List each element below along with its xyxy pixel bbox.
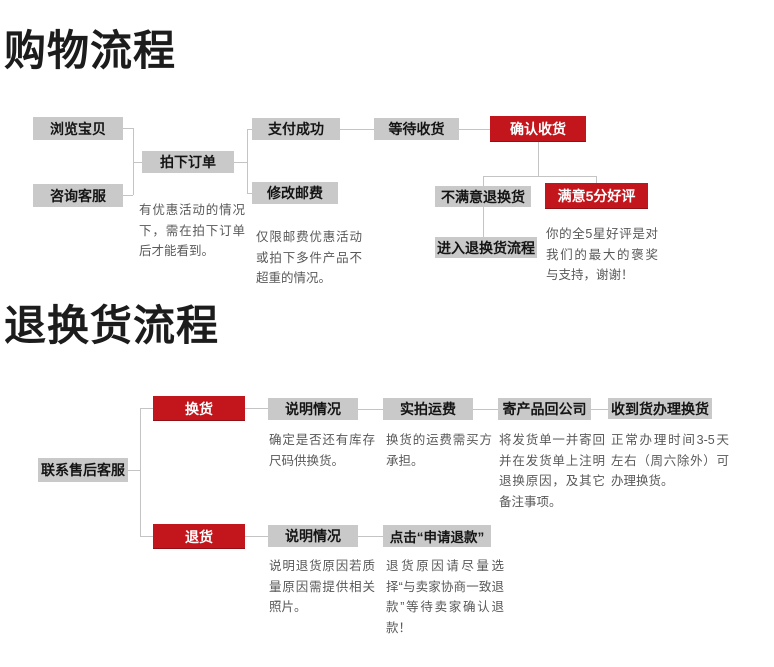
- connector-line: [591, 409, 608, 410]
- connector-line: [358, 409, 383, 410]
- flow-node-explain-exchange: 说明情况: [268, 398, 358, 420]
- note-refund: 退货原因请尽量选择“与卖家协商一致退款”等待卖家确认退款！: [386, 559, 504, 635]
- flow-node-click-refund: 点击“申请退款”: [383, 525, 491, 547]
- connector-line: [247, 193, 252, 194]
- connector-line: [473, 409, 498, 410]
- connector-line: [340, 129, 374, 130]
- flow-node-explain-return: 说明情况: [268, 525, 358, 547]
- connector-line: [483, 207, 484, 237]
- connector-line: [140, 408, 141, 536]
- connector-line: [247, 129, 252, 130]
- connector-line: [133, 128, 134, 195]
- flow-node-confirm-receive: 确认收货: [490, 116, 586, 142]
- connector-line: [596, 176, 597, 183]
- connector-line: [247, 129, 248, 193]
- connector-line: [140, 408, 153, 409]
- connector-line: [358, 536, 383, 537]
- flow-node-contact-service: 联系售后客服: [38, 458, 128, 482]
- section-title-returns: 退换货流程: [4, 302, 220, 349]
- connector-line: [245, 408, 268, 409]
- connector-line: [538, 142, 539, 176]
- flow-node-handle-exchange: 收到货办理换货: [608, 398, 712, 419]
- connector-line: [245, 536, 268, 537]
- connector-line: [140, 536, 153, 537]
- connector-line: [123, 195, 133, 196]
- note-postage: 仅限邮费优惠活动或拍下多件产品不超重的情况。: [256, 230, 362, 286]
- note-stock: 确定是否还有库存尺码供换货。: [269, 433, 375, 468]
- note-sendback: 将发货单一并寄回并在发货单上注明退换原因，及其它备注事项。: [499, 433, 605, 509]
- connector-line: [123, 128, 133, 129]
- connector-line: [128, 470, 140, 471]
- flow-node-wait-receive: 等待收货: [374, 118, 459, 140]
- connector-line: [133, 162, 142, 163]
- connector-line: [459, 129, 490, 130]
- connector-line: [483, 176, 596, 177]
- flow-node-enter-return: 进入退换货流程: [435, 237, 537, 258]
- flow-node-exchange: 换货: [153, 396, 245, 421]
- flow-node-satisfied: 满意5分好评: [545, 183, 648, 209]
- note-fee: 换货的运费需买方承担。: [386, 433, 492, 468]
- flow-node-place-order: 拍下订单: [142, 151, 234, 173]
- flow-node-consult: 咨询客服: [33, 184, 123, 207]
- note-reason: 说明退货原因若质量原因需提供相关照片。: [269, 559, 375, 615]
- flow-node-pay-success: 支付成功: [252, 118, 340, 140]
- flow-node-unsatisfied: 不满意退换货: [435, 186, 531, 207]
- note-praise: 你的全5星好评是对我们的最大的褒奖与支持，谢谢！: [546, 227, 658, 283]
- note-order: 有优惠活动的情况下，需在拍下订单后才能看到。: [139, 203, 245, 259]
- flow-node-return: 退货: [153, 524, 245, 549]
- connector-line: [234, 162, 247, 163]
- connector-line: [483, 176, 484, 186]
- section-title-shopping: 购物流程: [4, 27, 177, 74]
- note-time: 正常办理时间3-5天左右（周六除外）可办理换货。: [611, 433, 729, 489]
- flow-node-modify-postage: 修改邮费: [252, 182, 338, 204]
- flow-node-browse: 浏览宝贝: [33, 117, 123, 140]
- flow-node-shipping-fee: 实拍运费: [383, 398, 473, 420]
- flow-node-send-back: 寄产品回公司: [498, 398, 591, 420]
